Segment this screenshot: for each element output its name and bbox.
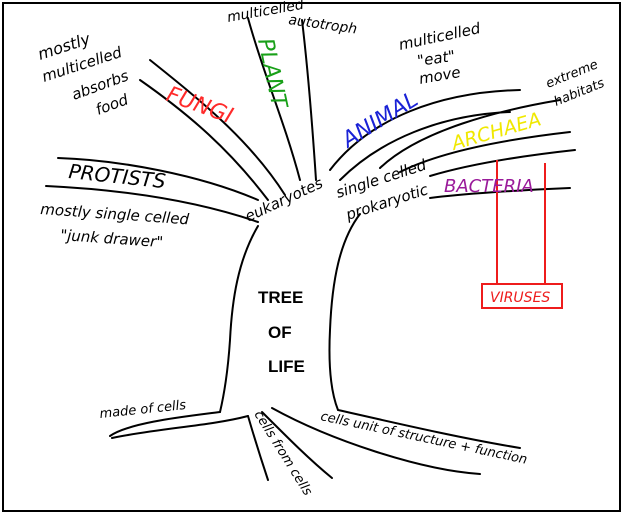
fungi-label: FUNGI [163, 82, 236, 129]
animal-label: ANIMAL [336, 87, 422, 154]
root-right-lower [271, 407, 481, 475]
trunk-title-line1: TREE [258, 288, 303, 307]
archaea-label: ARCHAEA [447, 108, 543, 155]
virus-swing-box [481, 283, 563, 309]
branch-animal-upper [329, 89, 521, 171]
branch-protists-lower [45, 185, 259, 223]
viruses-label: VIRUSES [490, 290, 550, 306]
branch-archaea-lower [399, 131, 571, 173]
branch-archaea-upper [379, 99, 561, 169]
animal-note-eat: "eat" [416, 47, 456, 70]
trunk-left-edge [219, 225, 259, 413]
root-right [337, 409, 521, 449]
branch-plant-right [301, 19, 317, 181]
root-left-lower [111, 415, 249, 439]
branch-plant-left [247, 17, 301, 181]
plant-note-autotroph: autotroph [287, 12, 358, 37]
protists-note-junk: "junk drawer" [60, 226, 164, 251]
plant-label: PLANT [252, 36, 291, 112]
trunk-title-line2: OF [268, 323, 292, 342]
root-mid-a [247, 415, 269, 481]
protists-note-single: mostly single celled [40, 200, 190, 228]
trunk-right-edge [328, 213, 361, 411]
branch-protists-upper [57, 157, 259, 201]
bacteria-label: BACTERIA [444, 176, 534, 197]
root-left [109, 411, 221, 437]
root-mid-b [261, 411, 333, 479]
branch-fungi-lower [139, 79, 269, 201]
branch-animal-lower [339, 111, 511, 181]
branch-bacteria-lower [429, 187, 571, 199]
trunk-title-line3: LIFE [268, 357, 305, 376]
root-label-unit-of-structure: cells unit of structure + function [319, 409, 528, 468]
branch-fungi-upper [149, 59, 286, 196]
